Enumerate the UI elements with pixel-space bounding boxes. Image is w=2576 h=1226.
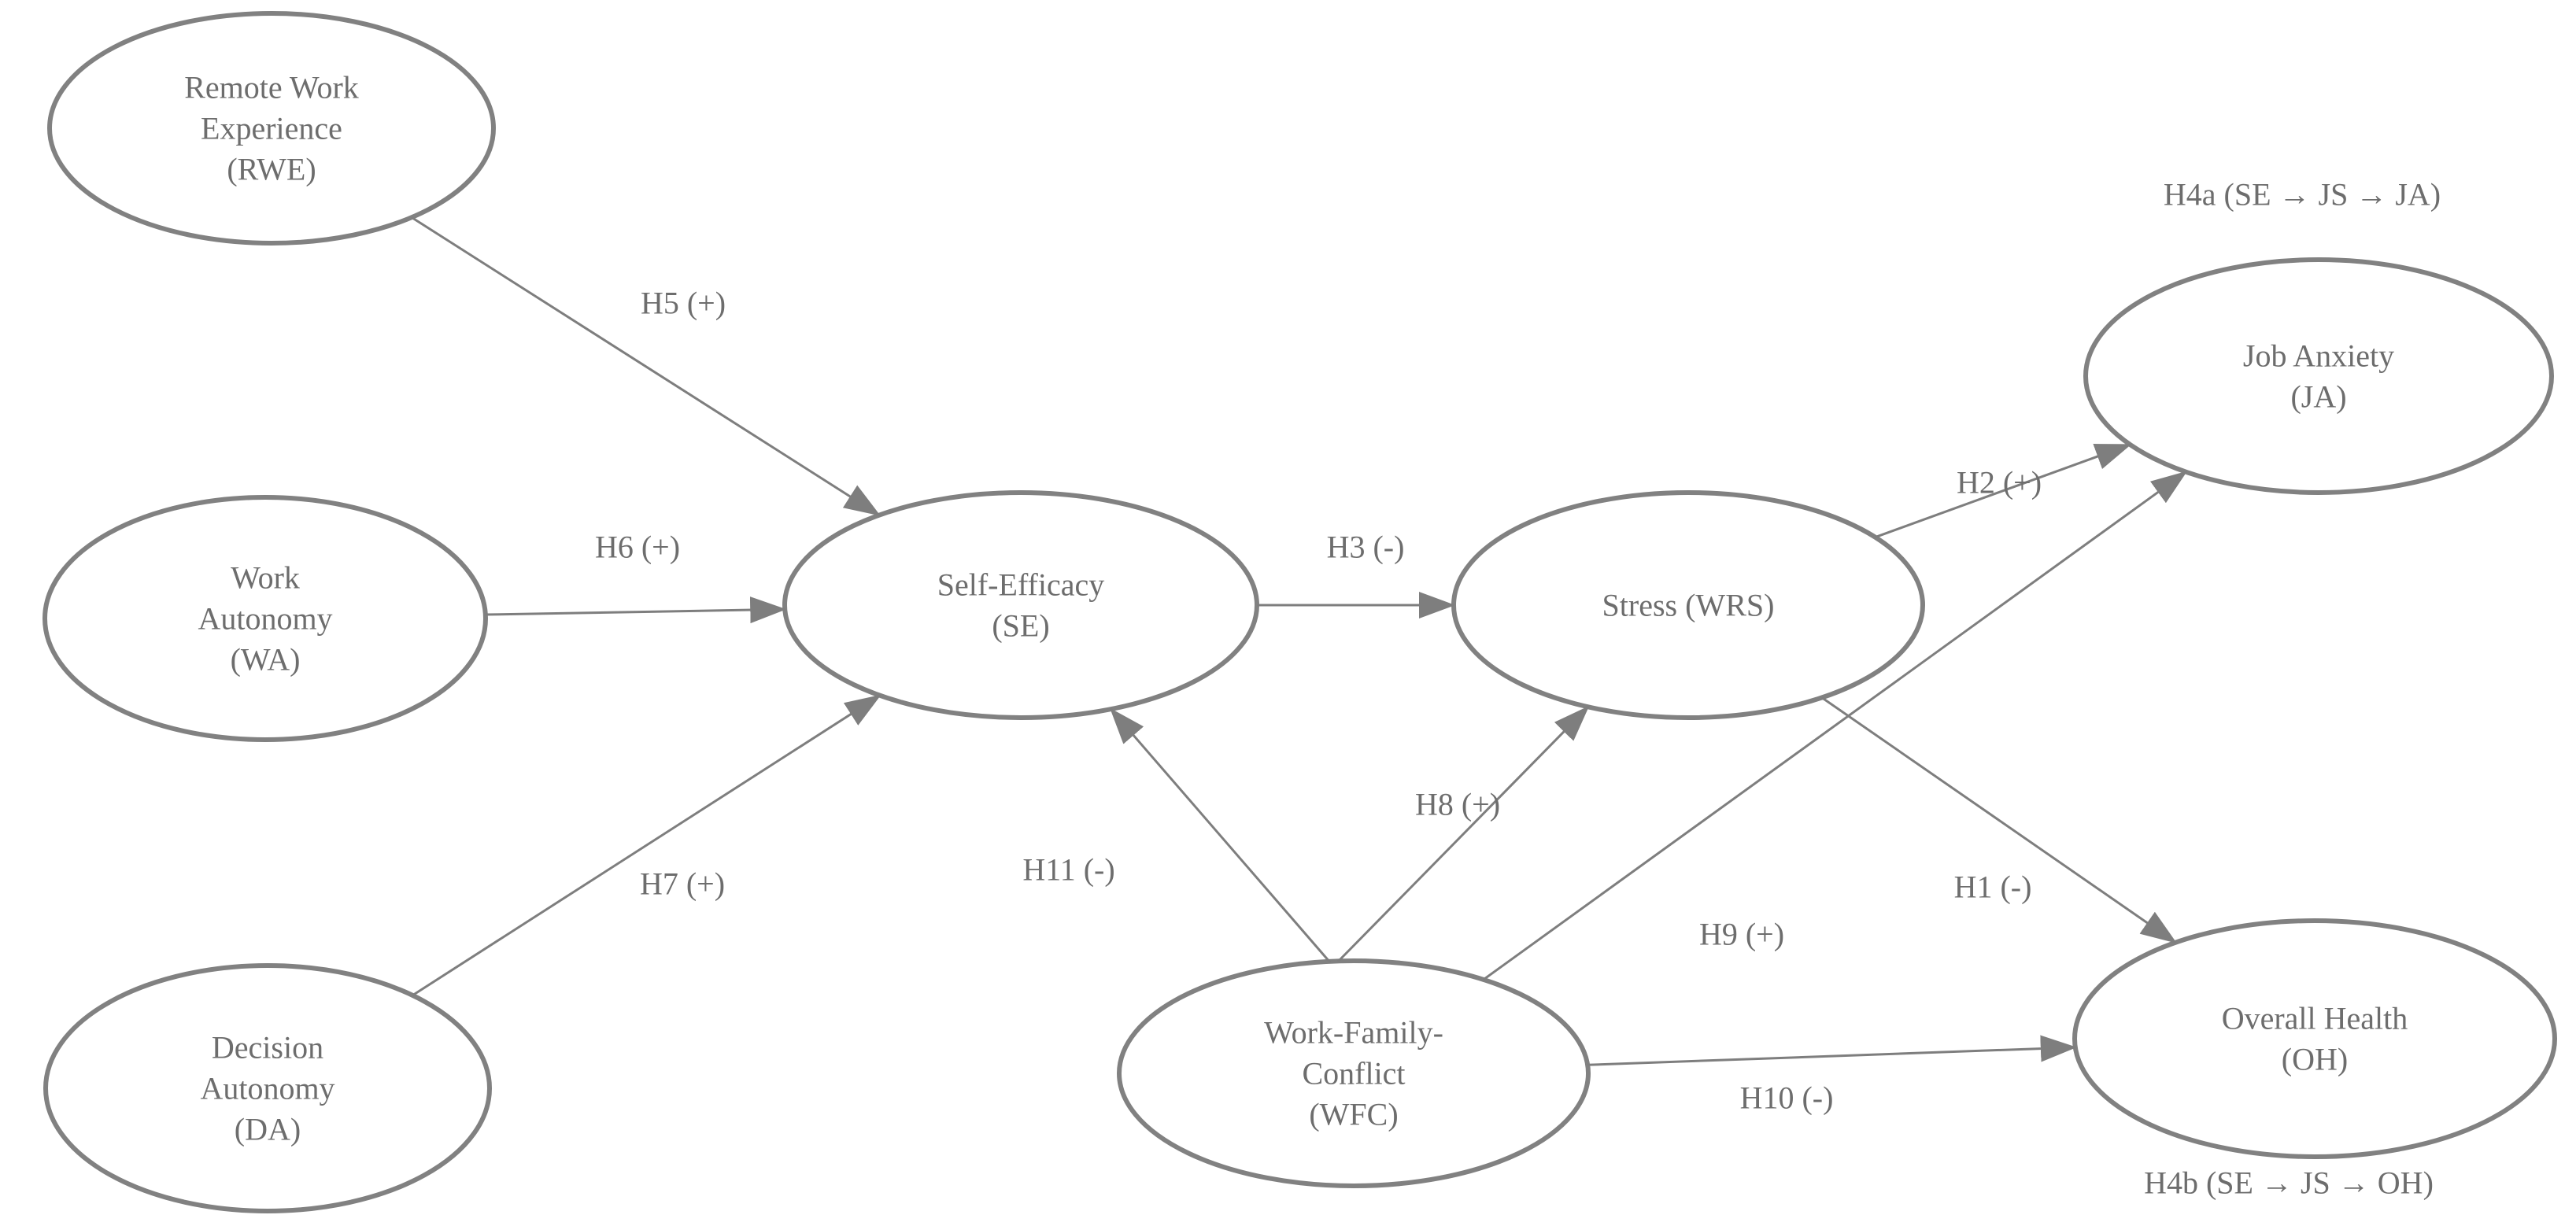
- node-OH-shape: [2072, 918, 2557, 1159]
- node-RWE-shape: [47, 11, 496, 246]
- edge-H9-label: H9 (+): [1699, 917, 1784, 952]
- edge-H10: H10 (-): [1587, 1035, 2077, 1116]
- edge-H2-line: [1875, 443, 2132, 539]
- node-WFC-shape: [1117, 958, 1591, 1188]
- node-OH-label: Overall Health (OH): [2222, 1001, 2408, 1077]
- edge-H3: H3 (-): [1257, 530, 1455, 619]
- edge-H5-label: H5 (+): [641, 286, 726, 321]
- edge-H11-line: [1110, 707, 1332, 963]
- edge-H6: H6 (+): [485, 530, 787, 624]
- node-SE-shape: [782, 490, 1259, 720]
- node-JA-label: Job Anxiety (JA): [2243, 338, 2394, 415]
- edge-H11: H11 (-): [1022, 707, 1332, 963]
- node-WA-label-line: (WA): [231, 642, 301, 678]
- node-DA-label-line: Decision: [212, 1030, 323, 1065]
- edge-H2: H2 (+): [1875, 443, 2132, 539]
- edge-H8-label: H8 (+): [1415, 787, 1500, 822]
- node-SE-label-line: (SE): [992, 608, 1049, 644]
- annotation-H4b: H4b (SE → JS → OH): [2144, 1165, 2434, 1201]
- edge-H5-line: [411, 216, 881, 516]
- edge-H1-label: H1 (-): [1954, 870, 2032, 905]
- node-SE: Self-Efficacy (SE): [782, 490, 1259, 720]
- edge-H10-line: [1587, 1035, 2077, 1066]
- edge-H8-line: [1336, 705, 1590, 963]
- edge-H7-label: H7 (+): [640, 866, 725, 902]
- node-WRS: Stress (WRS): [1451, 490, 1925, 720]
- node-WFC-label-line: Work-Family-: [1264, 1015, 1443, 1051]
- node-RWE-label-line: Remote Work: [184, 70, 359, 105]
- node-OH-label-line: (OH): [2282, 1042, 2348, 1077]
- edge-H5: H5 (+): [411, 216, 881, 516]
- edge-H6-line: [485, 596, 787, 624]
- node-WFC-label: Work-Family- Conflict (WFC): [1264, 1015, 1443, 1132]
- node-SE-label: Self-Efficacy (SE): [937, 567, 1104, 644]
- edge-H7-line: [412, 694, 881, 997]
- node-DA-label-line: Autonomy: [200, 1071, 334, 1106]
- node-DA-label-line: (DA): [235, 1112, 301, 1147]
- edge-H9: H9 (+): [1482, 471, 2188, 981]
- node-WA-label-line: Autonomy: [198, 601, 332, 637]
- edge-H6-label: H6 (+): [595, 530, 680, 565]
- node-WRS-label: Stress (WRS): [1602, 588, 1775, 623]
- node-WFC-label-line: Conflict: [1302, 1056, 1405, 1091]
- edge-H7: H7 (+): [412, 694, 881, 997]
- edge-H11-label: H11 (-): [1022, 852, 1114, 888]
- node-RWE-label-line: Experience: [201, 111, 342, 146]
- edge-H8: H8 (+): [1336, 705, 1590, 963]
- node-WA-label-line: Work: [231, 560, 300, 596]
- node-JA-shape: [2083, 257, 2554, 495]
- edge-H3-label: H3 (-): [1327, 530, 1405, 565]
- node-WFC-label-line: (WFC): [1309, 1097, 1398, 1132]
- node-RWE-label-line: (RWE): [227, 152, 316, 187]
- edge-H1-line: [1820, 696, 2177, 944]
- node-JA: Job Anxiety (JA): [2083, 257, 2554, 495]
- node-SE-label-line: Self-Efficacy: [937, 567, 1104, 603]
- edge-H9-line: [1482, 471, 2188, 981]
- node-OH: Overall Health (OH): [2072, 918, 2557, 1159]
- edge-H2-label: H2 (+): [1957, 465, 2042, 500]
- node-WA-shape: [43, 495, 488, 742]
- node-OH-label-line: Overall Health: [2222, 1001, 2408, 1036]
- node-DA-shape: [43, 963, 492, 1213]
- annotation-H4a: H4a (SE → JS → JA): [2164, 177, 2441, 212]
- node-JA-label-line: Job Anxiety: [2243, 338, 2394, 374]
- edge-H1: H1 (-): [1820, 696, 2177, 944]
- node-JA-label-line: (JA): [2290, 379, 2346, 415]
- node-WRS-label-line: Stress (WRS): [1602, 588, 1775, 623]
- node-WFC: Work-Family- Conflict (WFC): [1117, 958, 1591, 1188]
- edge-H10-label: H10 (-): [1740, 1080, 1834, 1116]
